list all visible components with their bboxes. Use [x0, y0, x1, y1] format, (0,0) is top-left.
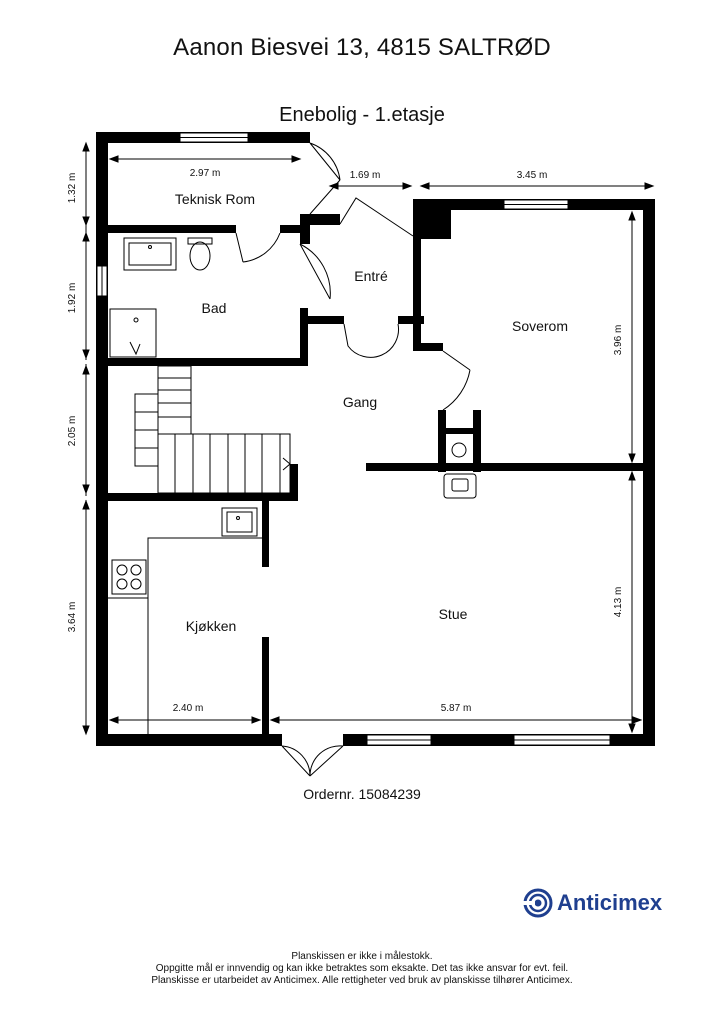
- dim-soverom-width: 3.45 m: [517, 170, 548, 181]
- dim-left-2: 1.92 m: [67, 283, 78, 314]
- room-label-entre: Entré: [354, 268, 388, 284]
- dim-soverom-height: 3.96 m: [613, 325, 624, 356]
- footer-line-3: Planskisse er utarbeidet av Anticimex. A…: [151, 975, 573, 986]
- dim-left-3: 2.05 m: [67, 416, 78, 447]
- footer-disclaimer: Planskissen er ikke i målestokk. Oppgitt…: [0, 951, 724, 987]
- room-label-soverom: Soverom: [512, 318, 568, 334]
- dim-teknisk-width: 2.97 m: [190, 168, 221, 179]
- room-label-bad: Bad: [202, 300, 227, 316]
- walls: [96, 132, 655, 746]
- doors: [235, 142, 471, 777]
- plan-title: Enebolig - 1.etasje: [279, 104, 445, 126]
- order-number: Ordernr. 15084239: [303, 786, 421, 802]
- windows: [96, 132, 611, 746]
- dim-left-1: 1.32 m: [67, 173, 78, 204]
- bathroom-fixtures: [109, 237, 213, 358]
- anticimex-logo-icon: [523, 888, 553, 918]
- dim-left-4: 3.64 m: [67, 602, 78, 633]
- room-label-stue: Stue: [439, 606, 468, 622]
- room-label-kjokken: Kjøkken: [186, 618, 237, 634]
- dim-entre-width: 1.69 m: [350, 170, 381, 181]
- dim-stue-width: 5.87 m: [441, 703, 472, 714]
- anticimex-logo-text: Anticimex: [557, 890, 663, 915]
- dimension-lines: [82, 141, 655, 736]
- stove-fixture: [443, 442, 477, 499]
- footer-line-2: Oppgitte mål er innvendig og kan ikke be…: [155, 963, 569, 974]
- footer-line-1: Planskissen er ikke i målestokk.: [291, 951, 433, 962]
- room-label-gang: Gang: [343, 394, 377, 410]
- dim-kjokken-width: 2.40 m: [173, 703, 204, 714]
- room-label-teknisk-rom: Teknisk Rom: [175, 191, 255, 207]
- dim-stue-height: 4.13 m: [613, 587, 624, 618]
- staircase: [134, 365, 291, 494]
- anticimex-logo: Anticimex: [523, 886, 693, 920]
- kitchen-fixtures: [108, 507, 262, 734]
- address-title: Aanon Biesvei 13, 4815 SALTRØD: [173, 34, 551, 61]
